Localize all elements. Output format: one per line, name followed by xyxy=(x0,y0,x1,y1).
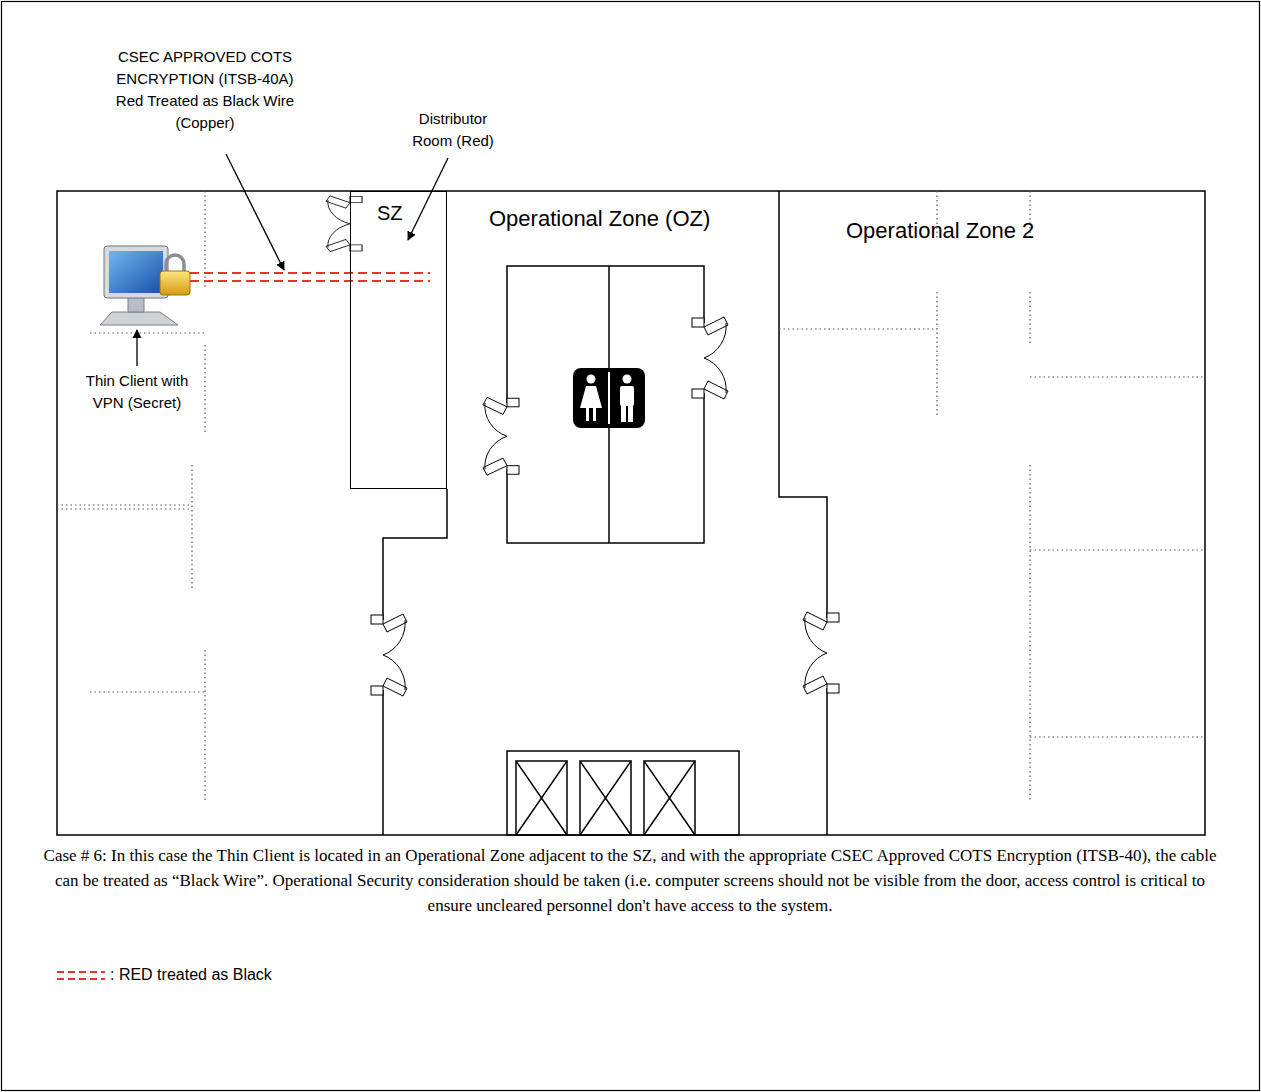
thin-client-computer xyxy=(100,246,190,325)
room-label: SZ xyxy=(377,202,403,225)
secure-zone-room: SZ xyxy=(350,191,447,489)
walls xyxy=(57,191,1205,835)
case-caption: Case # 6: In this case the Thin Client i… xyxy=(40,843,1220,918)
legend-text: : RED treated as Black xyxy=(110,964,272,986)
zone-label: Operational Zone 2 xyxy=(846,218,1034,244)
red-black-wire xyxy=(190,273,430,281)
legend-sample xyxy=(57,972,105,979)
callout-label: Distributor Room (Red) xyxy=(398,108,508,152)
washroom-icon xyxy=(573,368,645,428)
callout-label: CSEC APPROVED COTS ENCRYPTION (ITSB-40A)… xyxy=(105,46,305,134)
leader-lines xyxy=(137,154,448,366)
zone-label: Operational Zone (OZ) xyxy=(489,206,710,232)
callout-label: Thin Client with VPN (Secret) xyxy=(72,370,202,414)
doors xyxy=(326,196,839,696)
partitions xyxy=(57,191,1205,800)
